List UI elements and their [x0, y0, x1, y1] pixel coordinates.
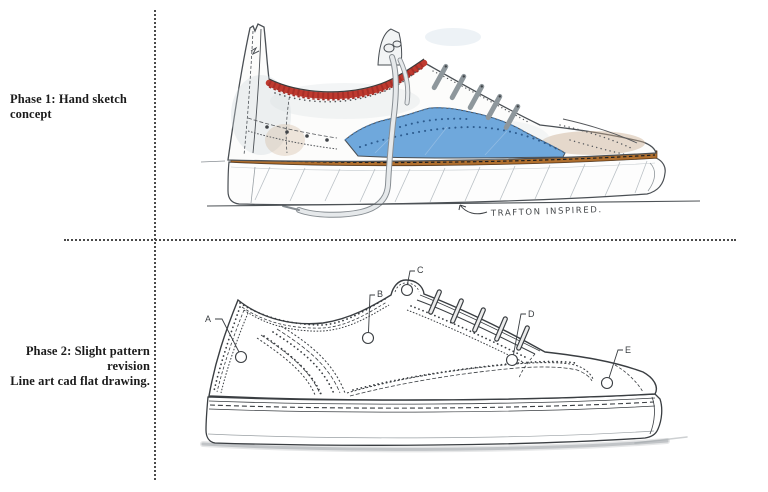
flat-lace-bars: [428, 289, 530, 351]
flat-collar-band: [239, 298, 390, 332]
sketch-ground-lines: [200, 160, 701, 207]
heel-tab-notch: [250, 46, 260, 56]
flat-upper-outline: [208, 279, 658, 401]
flat-heel-counter-band: [213, 306, 249, 394]
sketch-hanging-lace: [282, 54, 411, 218]
callout-A: A: [205, 314, 248, 364]
sketch-annotation: TRAFTON INSPIRED.: [458, 204, 603, 219]
flat-sole: [205, 393, 663, 446]
sketch-wing-seam: [562, 118, 638, 144]
flat-sole-shadow: [200, 436, 688, 453]
callout-C: C: [400, 265, 424, 297]
flat-vamp-band: [346, 353, 644, 397]
phase2-label-line2: Line art cad flat drawing.: [10, 374, 150, 388]
callout-E-label: E: [625, 345, 631, 355]
phase1-label: Phase 1: Hand sketch concept: [10, 92, 127, 121]
sketch-lace-knot: [383, 40, 402, 53]
sole-hatching: [254, 160, 648, 203]
flat-callouts: A B C D E: [205, 265, 631, 390]
vertical-dotted-divider: [154, 10, 156, 480]
callout-B: B: [361, 289, 383, 345]
flat-drawing-group: A B C D E: [200, 265, 688, 453]
annotation-text: TRAFTON INSPIRED.: [490, 205, 603, 219]
sketch-sole: [227, 157, 666, 206]
sketch-collar-trim: [265, 58, 428, 101]
callout-D: D: [505, 309, 535, 367]
callout-E-marker: [600, 376, 614, 390]
flat-sole-stitching: [209, 401, 655, 409]
callout-A-label: A: [205, 314, 211, 324]
annotation-arrow: [458, 204, 488, 215]
phase2-line-art: A B C D E: [200, 265, 688, 453]
callout-B-label: B: [377, 289, 383, 299]
callout-B-marker: [361, 331, 375, 345]
sketch-lace-bars: [431, 63, 521, 131]
sketch-brogue-perforations: [274, 66, 632, 156]
callout-D-marker: [505, 353, 519, 367]
callout-A-marker: [234, 350, 248, 364]
callout-C-label: C: [417, 265, 424, 275]
lace-aglet: [282, 205, 300, 211]
flat-tongue-stitch: [394, 282, 420, 293]
horizontal-dotted-divider: [64, 239, 736, 241]
sketch-heel-band: [247, 117, 338, 150]
sketch-upper-body: [227, 23, 657, 162]
callout-D-label: D: [528, 309, 535, 319]
sketch-saddle-panel: [344, 107, 566, 159]
phase2-label: Phase 2: Slight pattern revision Line ar…: [8, 344, 150, 389]
callout-E: E: [600, 345, 631, 390]
sketch-eyelets: [444, 65, 519, 108]
phase1-hand-sketch: TRAFTON INSPIRED.: [200, 23, 701, 219]
flat-saddle-band: [256, 325, 346, 396]
phase2-label-line1: Phase 2: Slight pattern revision: [25, 344, 150, 373]
flat-toe-stitch: [614, 364, 644, 393]
callout-C-marker: [400, 283, 414, 297]
